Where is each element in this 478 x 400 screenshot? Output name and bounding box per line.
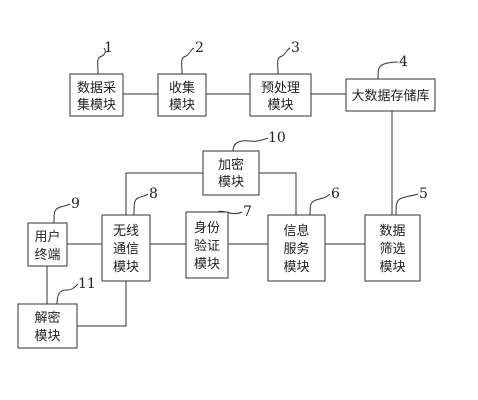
- module-box-5: [364, 214, 421, 282]
- connector-10-6: [259, 172, 297, 215]
- connector-8-11: [77, 281, 127, 327]
- ref-number-1: 1: [104, 40, 113, 56]
- leader-3: [277, 47, 291, 75]
- leader-10: [232, 137, 269, 152]
- module-box-11: [17, 303, 78, 349]
- module-9-line-1: 用户: [34, 229, 60, 245]
- leader-1: [97, 47, 106, 75]
- module-7-line-1: 身份: [194, 220, 220, 236]
- module-8-line-2: 通信: [113, 242, 139, 257]
- module-box-6: [267, 214, 326, 282]
- module-5-line-2: 筛选: [379, 242, 405, 257]
- module-labels: 数据采 集模块 收集 模块 预处理 模块 大数据存储库 数据 筛选 模块 信息 …: [34, 80, 429, 344]
- module-box-3: [249, 73, 312, 117]
- leader-6: [309, 193, 331, 216]
- ref-number-5: 5: [419, 186, 428, 202]
- module-6-line-2: 服务: [283, 241, 309, 257]
- connector-8-10: [125, 172, 203, 215]
- ref-number-6: 6: [331, 186, 340, 202]
- ref-number-8: 8: [149, 186, 158, 202]
- leader-8: [133, 193, 149, 216]
- module-10-line-1: 加密: [218, 157, 244, 173]
- module-5-line-3: 模块: [379, 260, 405, 275]
- module-3-line-2: 模块: [267, 98, 293, 113]
- ref-number-3: 3: [291, 40, 300, 56]
- module-11-line-1: 解密: [34, 310, 60, 326]
- module-box-1: [69, 73, 124, 117]
- module-box-4: [345, 78, 436, 112]
- leader-9: [53, 203, 71, 224]
- module-box-10: [202, 150, 260, 196]
- module-3-line-1: 预处理: [261, 81, 300, 96]
- ref-number-10: 10: [268, 130, 286, 146]
- module-box-2: [157, 73, 207, 117]
- module-2-line-2: 模块: [169, 98, 195, 113]
- module-box-8: [101, 214, 151, 282]
- ref-number-7: 7: [243, 204, 252, 220]
- module-6-line-3: 模块: [283, 260, 309, 275]
- module-8-line-3: 模块: [113, 260, 139, 275]
- module-1-line-1: 数据采: [77, 81, 116, 96]
- module-box-9: [27, 222, 68, 267]
- connectors: [46, 93, 393, 327]
- leader-5: [395, 193, 419, 216]
- module-10-line-2: 模块: [218, 175, 244, 190]
- module-11-line-2: 模块: [34, 329, 60, 344]
- module-boxes: [17, 73, 436, 349]
- module-7-line-2: 验证: [194, 238, 220, 254]
- ref-number-9: 9: [71, 196, 80, 212]
- ref-number-11: 11: [78, 276, 96, 292]
- module-2-line-1: 收集: [169, 80, 195, 96]
- module-9-line-2: 终端: [34, 247, 60, 263]
- leader-2: [181, 47, 195, 75]
- module-box-7: [185, 211, 229, 279]
- module-5-line-1: 数据: [379, 224, 405, 239]
- ref-number-2: 2: [195, 40, 204, 56]
- reference-numbers: 1 2 3 4 5 6 7 8 9 10 11: [71, 40, 428, 292]
- module-6-line-1: 信息: [283, 223, 309, 239]
- module-4-line-1: 大数据存储库: [351, 88, 429, 104]
- module-1-line-2: 集模块: [77, 97, 116, 113]
- ref-number-4: 4: [399, 54, 408, 70]
- module-8-line-1: 无线: [113, 224, 139, 239]
- leader-11: [56, 283, 79, 305]
- module-7-line-3: 模块: [194, 257, 220, 272]
- leader-4: [377, 61, 399, 80]
